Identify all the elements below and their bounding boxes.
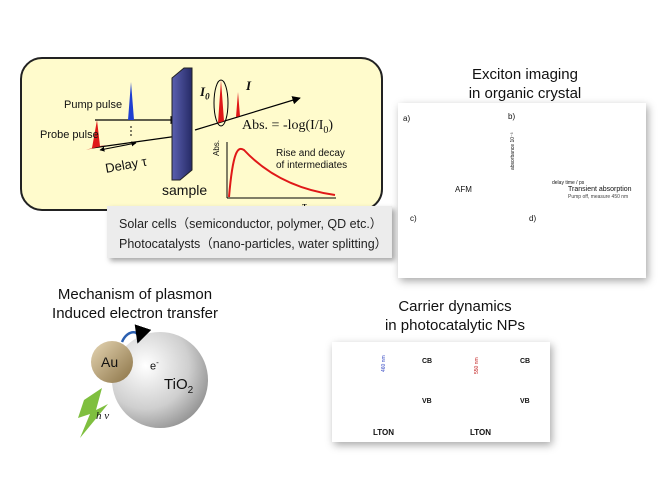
vb-label-2: VB (520, 398, 530, 405)
decay-curve (228, 147, 336, 198)
cb-label-2: CB (520, 358, 531, 365)
b-xaxis-label: delay time / ps (552, 180, 585, 186)
pump-probe-panel (20, 57, 383, 211)
pulse-indicator (213, 79, 229, 127)
exciton-figure (398, 103, 646, 278)
i-pulse (232, 92, 244, 118)
probe-beam (91, 135, 179, 149)
panel-b-label: b) (508, 112, 516, 121)
i0-pulse (214, 80, 228, 124)
transmitted-beam (194, 96, 301, 131)
applications-line-1: Solar cells（semiconductor, polymer, QD e… (119, 217, 383, 231)
cocatalyst-label-2: CoOx (453, 397, 466, 403)
scale-bar-label: 150 μm (448, 165, 472, 172)
applications-box: Solar cells（semiconductor, polymer, QD e… (107, 206, 392, 258)
panel-c-label: c) (410, 214, 417, 223)
absorbance-equation: Abs. = -log(I/I0) (242, 118, 334, 136)
sample-label: sample (162, 182, 208, 198)
lton-figure (332, 342, 550, 442)
tio2-label: TiO2 (164, 376, 194, 396)
i0-label: I0 (200, 84, 210, 102)
b-yaxis-label: absorbance 10⁻³ (510, 132, 516, 170)
ta-label: Transient absorption (568, 186, 632, 193)
wavelength-label-2: 550 nm (474, 357, 480, 374)
graph-x-label: τ (302, 198, 307, 214)
material-label-1: LTON (373, 428, 395, 437)
vb-label-1: VB (422, 398, 432, 405)
i-label: I (246, 78, 252, 93)
material-label-2: LTON (470, 428, 492, 437)
delay-arrow (99, 141, 137, 152)
afm-label: AFM (455, 185, 472, 194)
panel-d-label: d) (529, 214, 537, 223)
probe-pulse-label: Probe pulse (40, 129, 99, 141)
pump-pulse-label: Pump pulse (64, 99, 123, 111)
applications-line-2: Photocatalysts（nano-particles, water spl… (119, 237, 388, 251)
graph-y-label: Abs. (212, 139, 221, 156)
probe-pulse-shape (86, 120, 106, 150)
au-label: Au (101, 354, 119, 370)
electron-label: e- (150, 358, 159, 373)
hv-label: h ν (96, 410, 110, 422)
wavelength-label-1: 460 nm (381, 355, 387, 372)
ta-sublabel: Pump off, measure 450 nm (568, 194, 629, 200)
pump-pulse-shape (124, 82, 138, 120)
cocatalyst-label-1: CoOx (354, 397, 367, 403)
sample-slab (171, 67, 193, 181)
electron-transfer-arrow (120, 324, 152, 344)
panel-a-label: a) (403, 114, 411, 123)
au-sphere (91, 341, 133, 383)
cb-label-1: CB (422, 358, 433, 365)
light-bolt-icon (78, 388, 108, 438)
tio2-sphere (112, 332, 208, 428)
